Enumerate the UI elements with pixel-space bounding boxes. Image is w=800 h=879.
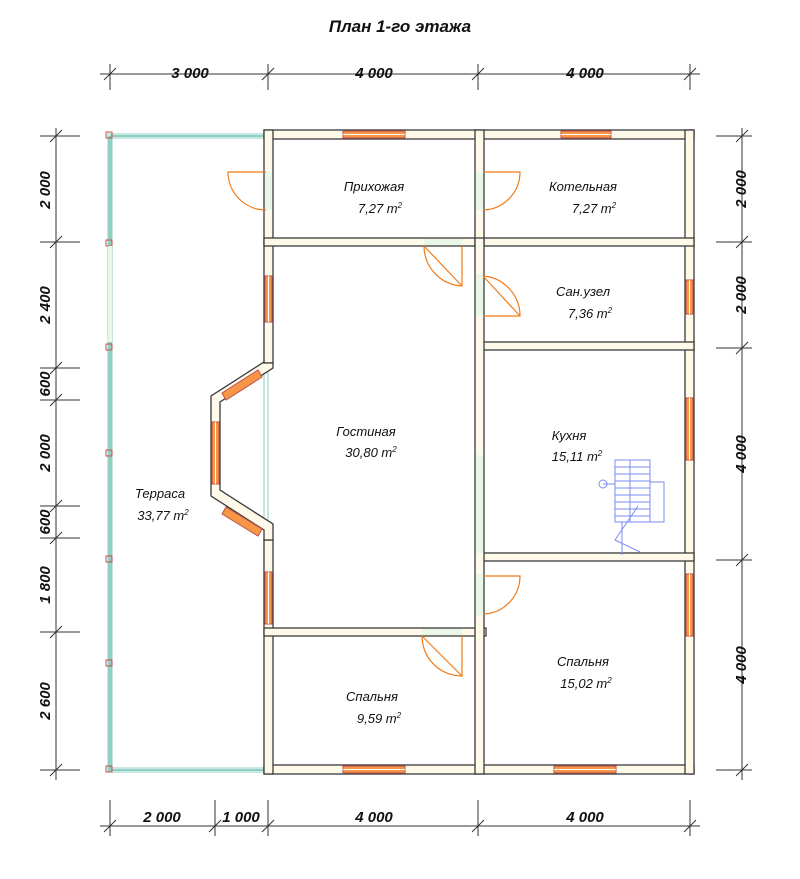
dimension-lines xyxy=(40,64,752,836)
dim-right-4: 4 000 xyxy=(733,646,750,685)
dim-left-5: 600 xyxy=(37,509,54,535)
dim-bottom-1: 2 000 xyxy=(142,809,181,826)
room-name-kitchen: Кухня xyxy=(552,428,587,443)
room-area-living: 30,80 m2 xyxy=(345,445,397,460)
dim-left-2: 2 400 xyxy=(37,286,54,325)
room-name-bedroom-large: Спальня xyxy=(557,654,609,669)
windows xyxy=(211,130,694,774)
dim-right-3: 4 000 xyxy=(733,435,750,474)
dim-right-2: 2 000 xyxy=(733,276,750,315)
dim-bottom-3: 4 000 xyxy=(354,809,393,826)
room-name-terrace: Терраса xyxy=(135,486,185,501)
room-area-bedroom-small: 9,59 m2 xyxy=(357,711,402,726)
terrace-outline xyxy=(105,131,269,773)
room-area-boiler: 7,27 m2 xyxy=(572,201,617,216)
room-area-terrace: 33,77 m2 xyxy=(137,508,189,523)
dimension-labels: 3 000 4 000 4 000 2 000 1 000 4 000 4 00… xyxy=(37,65,750,826)
plan-title: План 1-го этажа xyxy=(329,17,471,36)
room-name-bathroom: Сан.узел xyxy=(556,284,611,299)
dim-left-3: 600 xyxy=(37,371,54,397)
room-name-living: Гостиная xyxy=(336,424,396,439)
dim-right-1: 2 000 xyxy=(733,170,750,209)
room-area-bathroom: 7,36 m2 xyxy=(568,306,613,321)
room-labels: Прихожая 7,27 m2 Котельная 7,27 m2 Сан.у… xyxy=(135,179,617,726)
room-area-hall: 7,27 m2 xyxy=(358,201,403,216)
dim-left-6: 1 800 xyxy=(37,566,54,604)
dim-top-3: 4 000 xyxy=(565,65,604,82)
room-name-hall: Прихожая xyxy=(344,179,404,194)
dim-bottom-4: 4 000 xyxy=(565,809,604,826)
dim-left-7: 2 600 xyxy=(37,682,54,721)
stair-symbol xyxy=(598,459,665,555)
walls xyxy=(210,129,695,775)
room-area-kitchen: 15,11 m2 xyxy=(552,449,603,464)
dim-bottom-2: 1 000 xyxy=(222,809,260,826)
room-name-boiler: Котельная xyxy=(549,179,617,194)
dim-top-2: 4 000 xyxy=(354,65,393,82)
room-name-bedroom-small: Спальня xyxy=(346,689,398,704)
dim-top-1: 3 000 xyxy=(171,65,209,82)
door-openings xyxy=(265,172,483,635)
dim-left-4: 2 000 xyxy=(37,434,54,473)
door-swings xyxy=(227,171,521,677)
room-area-bedroom-large: 15,02 m2 xyxy=(560,676,612,691)
dim-left-1: 2 000 xyxy=(37,171,54,210)
